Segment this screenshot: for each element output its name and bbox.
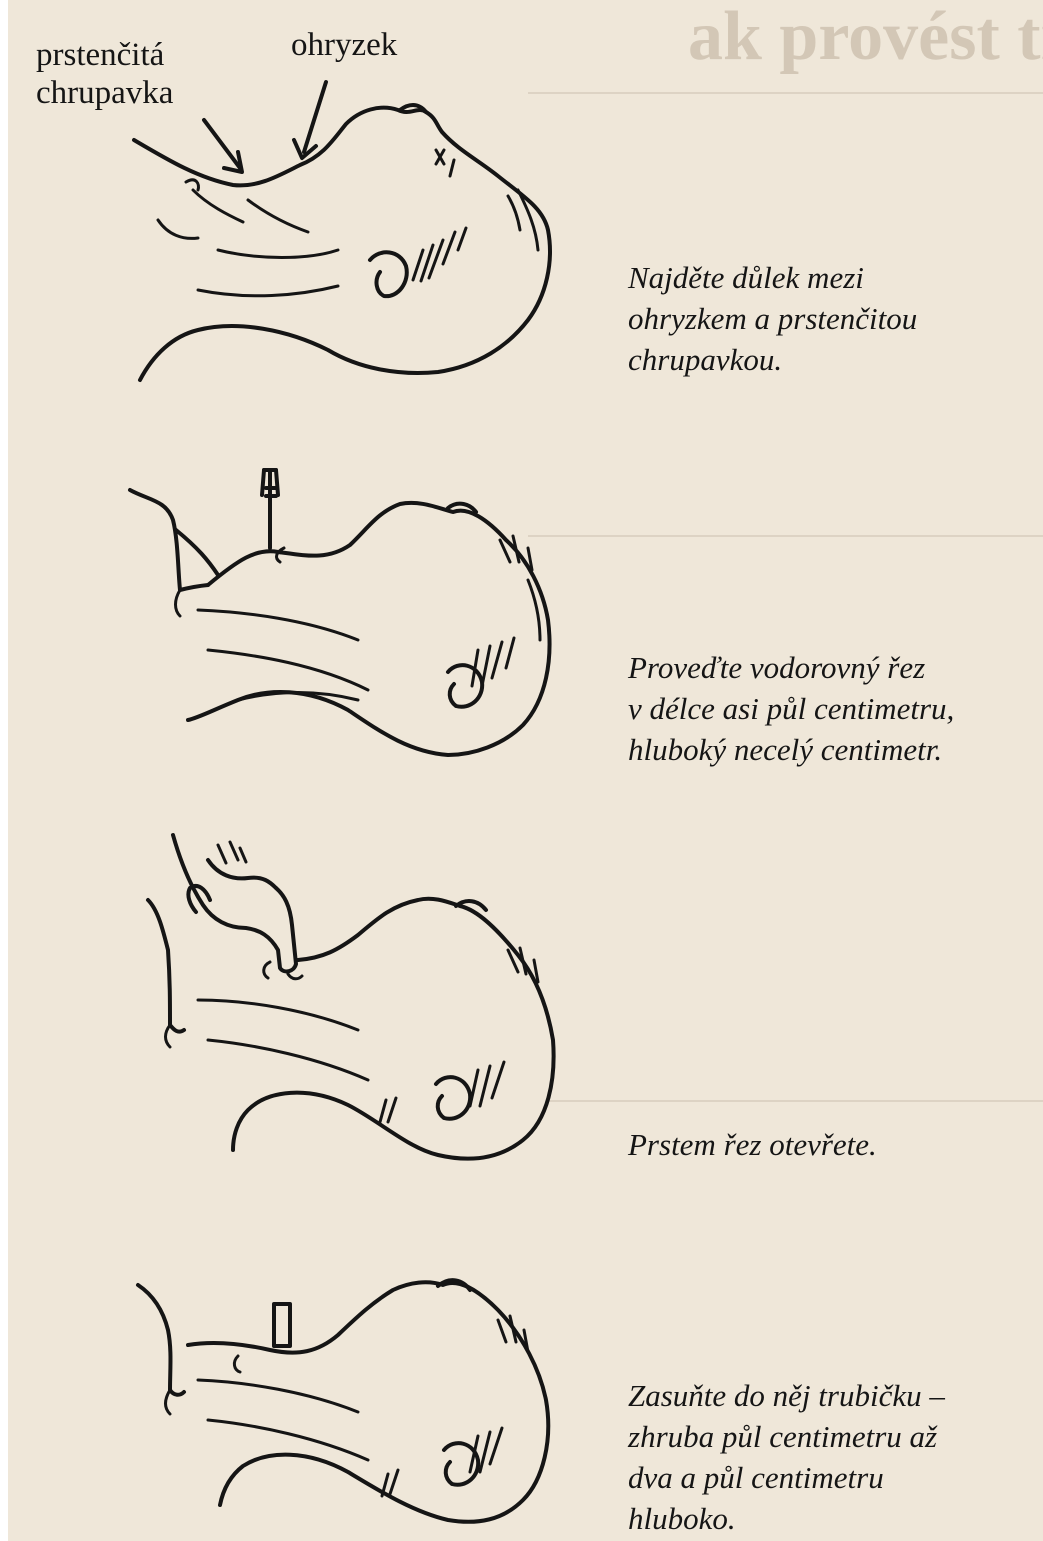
caption-line: Proveďte vodorovný řez: [628, 647, 1043, 688]
book-page: ak provést tracheotomii: [8, 0, 1043, 1541]
cricoid-label-line: chrupavka: [36, 74, 173, 112]
step-3-caption: Prstem řez otevřete.: [628, 1124, 1043, 1165]
caption-line: ohryzkem a prstenčitou: [628, 298, 1043, 339]
figure-1-head: [134, 82, 550, 380]
caption-line: hluboký necelý centimetr.: [628, 729, 1043, 770]
caption-line: Zasuňte do něj trubičku –: [628, 1375, 1043, 1416]
step-1-caption: Najděte důlek mezi ohryzkem a prstenčito…: [628, 257, 1043, 380]
step-4-caption: Zasuňte do něj trubičku – zhruba půl cen…: [628, 1375, 1043, 1539]
caption-line: Prstem řez otevřete.: [628, 1124, 1043, 1165]
figure-3-head: [148, 835, 554, 1159]
step-2-caption: Proveďte vodorovný řez v délce asi půl c…: [628, 647, 1043, 770]
caption-line: dva a půl centimetru: [628, 1457, 1043, 1498]
tracheotomy-illustrations: [8, 0, 1043, 1541]
figure-2-head: [130, 470, 550, 755]
caption-line: hluboko.: [628, 1498, 1043, 1539]
figure-4-head: [138, 1280, 548, 1522]
adams-apple-label: ohryzek: [291, 26, 397, 64]
caption-line: v délce asi půl centimetru,: [628, 688, 1043, 729]
caption-line: zhruba půl centimetru až: [628, 1416, 1043, 1457]
caption-line: Najděte důlek mezi: [628, 257, 1043, 298]
cricoid-label-line: prstenčitá: [36, 36, 173, 74]
caption-line: chrupavkou.: [628, 339, 1043, 380]
cricoid-label: prstenčitá chrupavka: [36, 36, 173, 112]
